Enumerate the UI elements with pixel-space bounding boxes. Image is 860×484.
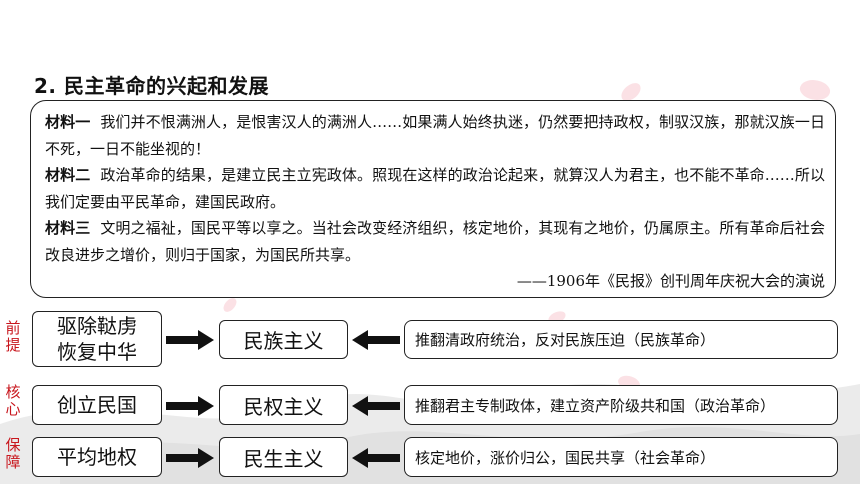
- row-side-label: 保障: [5, 436, 21, 471]
- section-heading: 2. 民主革命的兴起和发展: [34, 74, 269, 98]
- ism-box: 民族主义: [219, 320, 348, 359]
- detail-box: 核定地价，涨价归公，国民共享（社会革命）: [404, 437, 838, 477]
- material-paragraph: 材料二政治革命的结果，是建立民主立宪政体。照现在这样的政治论起来，就算汉人为君主…: [45, 162, 825, 215]
- material-tag: 材料一: [45, 113, 91, 131]
- source-credit: ——1906年《民报》创刊周年庆祝大会的演说: [516, 272, 825, 290]
- row-side-label: 核心: [5, 383, 21, 418]
- source-materials-box: 材料一我们并不恨满洲人，是恨害汉人的满洲人……如果满人始终执迷，仍然要把持政权，…: [30, 100, 836, 298]
- material-tag: 材料二: [45, 166, 91, 184]
- material-paragraph: 材料一我们并不恨满洲人，是恨害汉人的满洲人……如果满人始终执迷，仍然要把持政权，…: [45, 109, 825, 162]
- left-arrow-icon: [352, 330, 400, 350]
- goal-box: 驱除鞑虏 恢复中华: [32, 311, 162, 367]
- material-text: 政治革命的结果，是建立民主立宪政体。照现在这样的政治论起来，就算汉人为君主，也不…: [45, 166, 825, 211]
- detail-box: 推翻君主专制政体，建立资产阶级共和国（政治革命）: [404, 385, 838, 425]
- ism-box: 民权主义: [219, 385, 348, 425]
- goal-box: 平均地权: [32, 437, 162, 477]
- material-text: 文明之福祉，国民平等以享之。当社会改变经济组织，核定地价，其现有之地价，仍属原主…: [45, 219, 825, 264]
- right-arrow-icon: [166, 448, 214, 468]
- goal-box: 创立民国: [32, 385, 162, 425]
- right-arrow-icon: [166, 396, 214, 416]
- ism-box: 民生主义: [219, 437, 348, 477]
- material-paragraph: 材料三文明之福祉，国民平等以享之。当社会改变经济组织，核定地价，其现有之地价，仍…: [45, 215, 825, 268]
- row-side-label: 前提: [5, 319, 21, 354]
- left-arrow-icon: [352, 396, 400, 416]
- left-arrow-icon: [352, 448, 400, 468]
- material-tag: 材料三: [45, 219, 91, 237]
- right-arrow-icon: [166, 330, 214, 350]
- material-text: 我们并不恨满洲人，是恨害汉人的满洲人……如果满人始终执迷，仍然要把持政权，制驭汉…: [45, 113, 825, 158]
- detail-box: 推翻清政府统治，反对民族压迫（民族革命）: [404, 320, 838, 359]
